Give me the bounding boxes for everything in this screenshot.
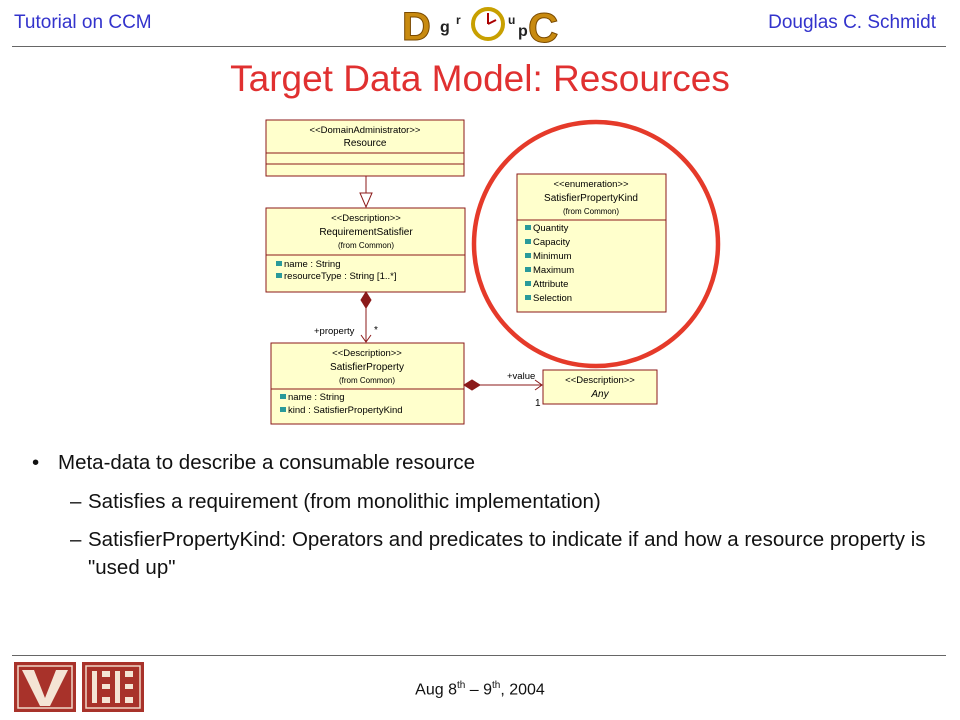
spk-literal: Maximum <box>533 265 574 276</box>
doc-group-logo: D g r u p C <box>402 4 559 47</box>
assoc-value-role: +value <box>507 371 535 382</box>
resource-stereotype: <<DomainAdministrator>> <box>310 125 421 136</box>
logo-letter-c: C <box>528 4 558 46</box>
sat-property-name: SatisfierProperty <box>330 362 404 373</box>
composition-diamond-icon <box>360 291 372 309</box>
dash-marker: – <box>70 528 82 551</box>
class-satisfier-property-kind: <<enumeration>> SatisfierPropertyKind (f… <box>516 173 667 313</box>
assoc-value-multiplicity: 1 <box>535 398 541 409</box>
spk-stereotype: <<enumeration>> <box>553 179 628 190</box>
literal-icon <box>525 267 531 272</box>
req-satisfier-origin: (from Common) <box>338 241 394 250</box>
sub-bullet-item: – Satisfies a requirement (from monolith… <box>30 488 940 516</box>
uml-diagram: <<DomainAdministrator>> Resource <<Descr… <box>265 119 721 425</box>
date-part: Aug 8 <box>415 681 457 699</box>
class-resource: <<DomainAdministrator>> Resource <box>265 119 465 177</box>
literal-icon <box>525 295 531 300</box>
class-requirement-satisfier: <<Description>> RequirementSatisfier (fr… <box>265 207 466 293</box>
date-sup: th <box>456 680 466 691</box>
literal-icon <box>525 253 531 258</box>
req-satisfier-attr-1: name : String <box>284 259 341 270</box>
literal-icon <box>525 281 531 286</box>
bullet-list: • Meta-data to describe a consumable res… <box>30 448 940 582</box>
sub-bullet-text: SatisfierPropertyKind: Operators and pre… <box>88 528 926 579</box>
date-part: – 9 <box>465 681 492 699</box>
dash-marker: – <box>70 490 82 513</box>
bullet-marker: • <box>32 451 40 474</box>
date-part: , 2004 <box>500 681 545 699</box>
sat-property-stereotype: <<Description>> <box>332 348 402 359</box>
literal-icon <box>525 225 531 230</box>
vanderbilt-isis-logo <box>14 662 144 712</box>
attribute-icon <box>280 407 286 412</box>
attribute-icon <box>276 273 282 278</box>
slide-title: Target Data Model: Resources <box>230 58 730 99</box>
attribute-icon <box>276 261 282 266</box>
nav-arrow-icon <box>360 334 372 343</box>
sub-bullet-item: – SatisfierPropertyKind: Operators and p… <box>30 526 940 582</box>
sat-property-origin: (from Common) <box>339 376 395 385</box>
spk-origin: (from Common) <box>563 207 619 216</box>
header-divider <box>12 46 946 47</box>
spk-literal: Minimum <box>533 251 572 262</box>
generalization-arrow-icon <box>359 192 373 209</box>
bullet-item-main: • Meta-data to describe a consumable res… <box>30 448 940 478</box>
any-stereotype: <<Description>> <box>565 375 635 386</box>
footer-divider <box>12 655 946 656</box>
vanderbilt-v-icon <box>22 670 68 706</box>
req-satisfier-name: RequirementSatisfier <box>319 227 413 238</box>
spk-literal: Selection <box>533 293 572 304</box>
nav-arrow-icon <box>534 379 543 391</box>
spk-literal: Quantity <box>533 223 569 234</box>
header-course-title: Tutorial on CCM <box>14 12 152 33</box>
spk-name: SatisfierPropertyKind <box>544 193 638 204</box>
logo-letter-r: r <box>456 13 461 27</box>
class-satisfier-property: <<Description>> SatisfierProperty (from … <box>270 342 465 425</box>
assoc-property-role: +property <box>314 326 355 337</box>
sub-bullet-text: Satisfies a requirement (from monolithic… <box>88 490 601 513</box>
spk-literal: Attribute <box>533 279 568 290</box>
header-author: Douglas C. Schmidt <box>768 12 936 33</box>
sat-property-attr-1: name : String <box>288 392 345 403</box>
literal-icon <box>525 239 531 244</box>
logo-letter-g: g <box>440 19 450 36</box>
any-name: Any <box>590 389 609 400</box>
date-sup: th <box>492 680 501 691</box>
bullet-text: Meta-data to describe a consumable resou… <box>58 451 476 474</box>
highlight-circle <box>471 119 721 369</box>
sat-property-attr-2: kind : SatisfierPropertyKind <box>288 405 403 416</box>
isis-letters-icon <box>92 671 133 703</box>
logo-letter-u: u <box>508 13 515 27</box>
spk-literal: Capacity <box>533 237 570 248</box>
class-any: <<Description>> Any <box>542 369 658 405</box>
composition-diamond-icon <box>463 379 481 391</box>
req-satisfier-stereotype: <<Description>> <box>331 213 401 224</box>
assoc-property-multiplicity: * <box>374 325 378 336</box>
logo-letter-p: p <box>518 23 528 40</box>
req-satisfier-attr-2: resourceType : String [1..*] <box>284 271 396 282</box>
attribute-icon <box>280 394 286 399</box>
resource-name: Resource <box>344 138 387 149</box>
footer-date: Aug 8th – 9th, 2004 <box>0 680 960 699</box>
logo-letter-d: D <box>402 5 431 46</box>
spk-literals: Quantity Capacity Minimum Maximum Attrib… <box>525 223 574 304</box>
